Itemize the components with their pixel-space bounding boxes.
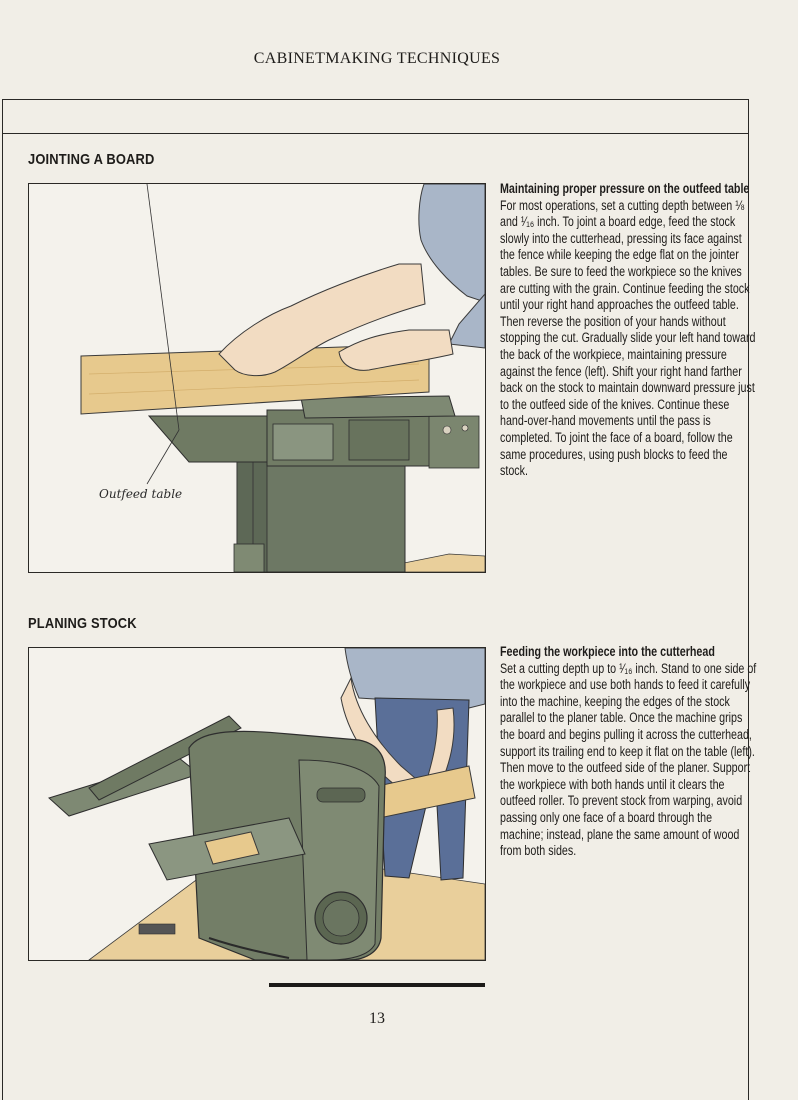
caption-title: Maintaining proper pressure on the outfe… — [500, 181, 750, 196]
page-frame — [2, 99, 749, 1100]
figure-label-outfeed-table: Outfeed table — [99, 487, 183, 501]
frame-rule — [2, 133, 748, 134]
running-head: CABINETMAKING TECHNIQUES — [253, 50, 501, 67]
section-heading-jointing: JOINTING A BOARD — [28, 151, 155, 168]
page-number: 13 — [369, 1010, 385, 1027]
planer-illustration — [28, 647, 486, 961]
jointer-illustration: Outfeed table — [28, 183, 486, 573]
planing-caption: Feeding the workpiece into the cutterhea… — [500, 644, 760, 860]
caption-title: Feeding the workpiece into the cutterhea… — [500, 644, 715, 659]
jointing-caption: Maintaining proper pressure on the outfe… — [500, 181, 760, 480]
caption-body: Set a cutting depth up to ¹⁄₁₆ inch. Sta… — [500, 660, 757, 859]
bottom-rule — [269, 983, 485, 987]
section-heading-planing: PLANING STOCK — [28, 615, 137, 632]
caption-body: For most operations, set a cutting depth… — [500, 197, 756, 479]
